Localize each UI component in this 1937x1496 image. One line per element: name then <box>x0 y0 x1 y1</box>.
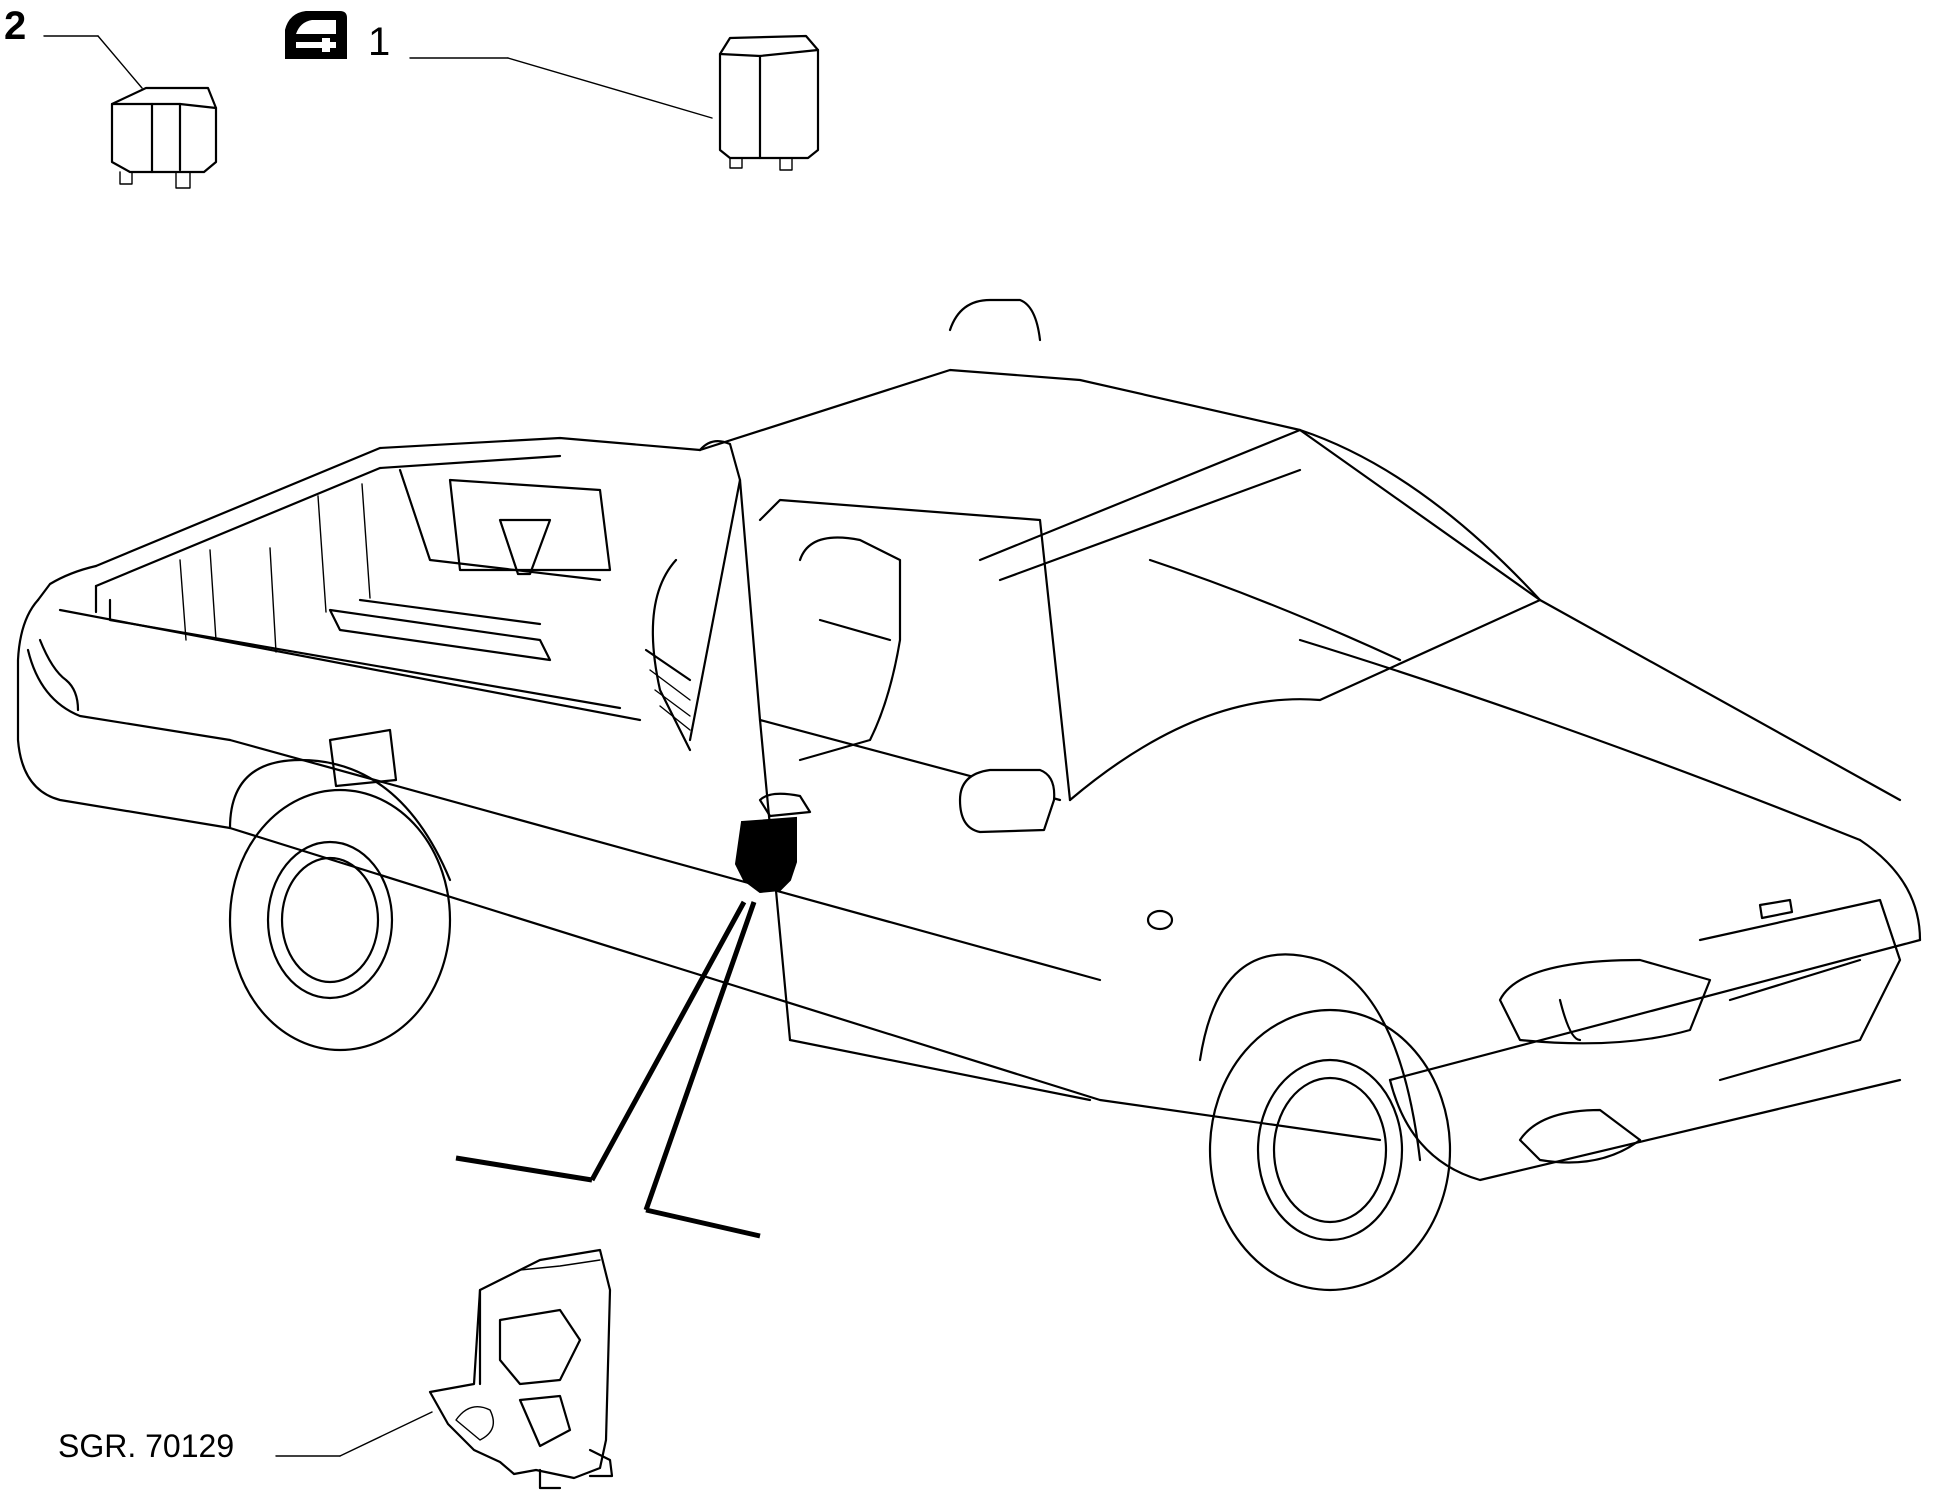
door-key-icon <box>285 11 347 59</box>
door-lock-mechanism <box>428 1248 614 1490</box>
relay-part-1 <box>409 34 820 171</box>
relay-part-2 <box>43 35 218 189</box>
lock-leader-lines <box>455 900 761 1239</box>
pickup-truck-illustration <box>16 298 1922 1292</box>
callout-item-2: 2 <box>4 4 27 48</box>
reference-leader <box>275 1411 433 1457</box>
callout-item-1: 1 <box>368 20 391 64</box>
reference-code-label: SGR. 70129 <box>58 1428 235 1464</box>
